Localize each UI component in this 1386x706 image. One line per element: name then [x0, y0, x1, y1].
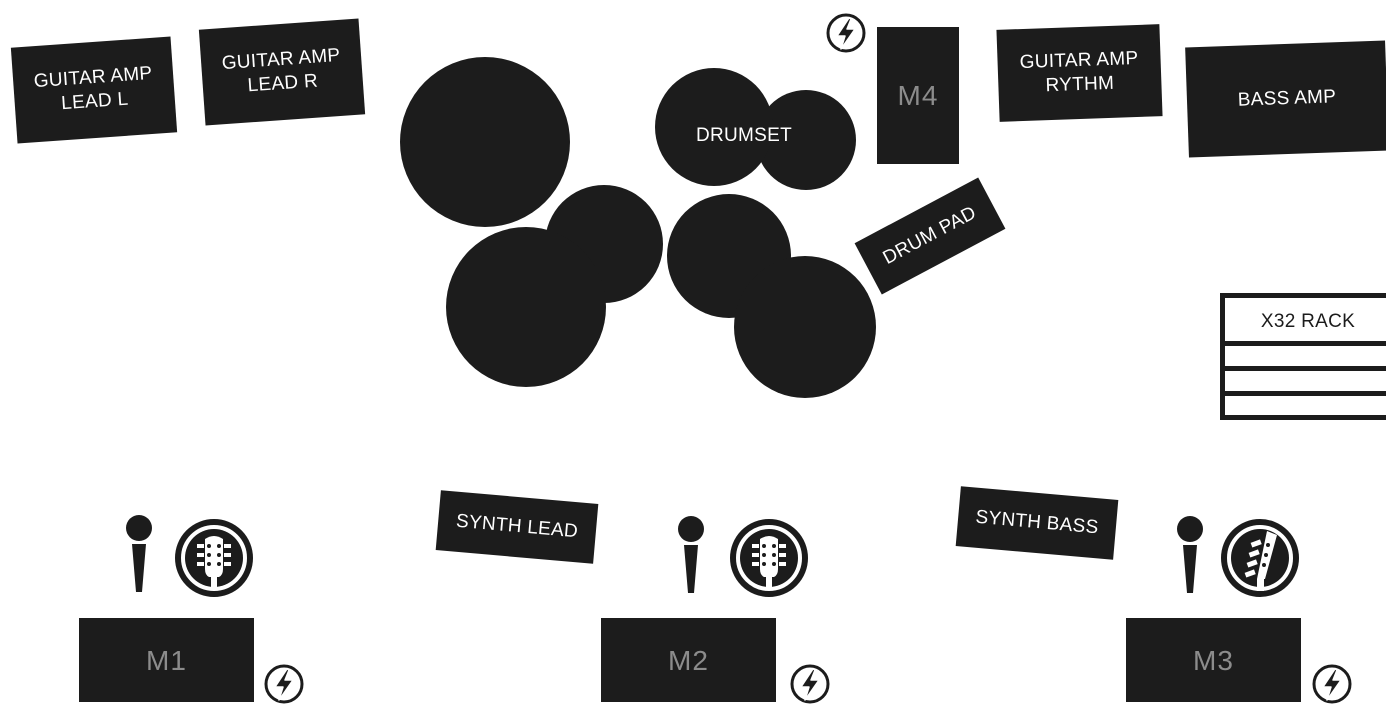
drumset-label: DRUMSET: [695, 125, 793, 146]
bass-amp[interactable]: BASS AMP: [1185, 40, 1386, 158]
guitar-amp-lead-l[interactable]: GUITAR AMP LEAD L: [10, 36, 178, 144]
synth-bass[interactable]: SYNTH BASS: [955, 486, 1119, 560]
drum-kick[interactable]: [655, 68, 773, 186]
monitor-m3[interactable]: M3: [1126, 618, 1301, 702]
power-icon: [1310, 662, 1354, 706]
x32-rack[interactable]: X32 RACK: [1220, 293, 1386, 420]
power-icon: [788, 662, 832, 706]
guitar-headstock-icon: [173, 517, 255, 599]
drum-floor-tom-right: [734, 256, 876, 398]
drum-cymbal-left: [400, 57, 570, 227]
x32-rack-label: X32 RACK: [1260, 311, 1356, 332]
microphone-icon: [673, 515, 709, 595]
drum-pad[interactable]: DRUM PAD: [854, 177, 1006, 295]
rack-divider: [1225, 391, 1386, 396]
microphone-icon: [1172, 515, 1208, 595]
guitar-headstock-icon: [728, 517, 810, 599]
rack-divider: [1225, 366, 1386, 371]
power-icon: [262, 662, 306, 706]
monitor-m2[interactable]: M2: [601, 618, 776, 702]
guitar-amp-rythm[interactable]: GUITAR AMP RYTHM: [996, 24, 1163, 122]
bass-headstock-icon: [1219, 517, 1301, 599]
synth-lead[interactable]: SYNTH LEAD: [435, 490, 599, 564]
drum-tom-right: [756, 90, 856, 190]
microphone-icon: [121, 514, 157, 594]
monitor-m4[interactable]: M4: [877, 27, 959, 164]
power-icon: [824, 11, 868, 55]
drum-floor-tom-left: [446, 227, 606, 387]
guitar-amp-lead-r[interactable]: GUITAR AMP LEAD R: [198, 18, 366, 126]
monitor-m1[interactable]: M1: [79, 618, 254, 702]
rack-divider: [1225, 341, 1386, 346]
